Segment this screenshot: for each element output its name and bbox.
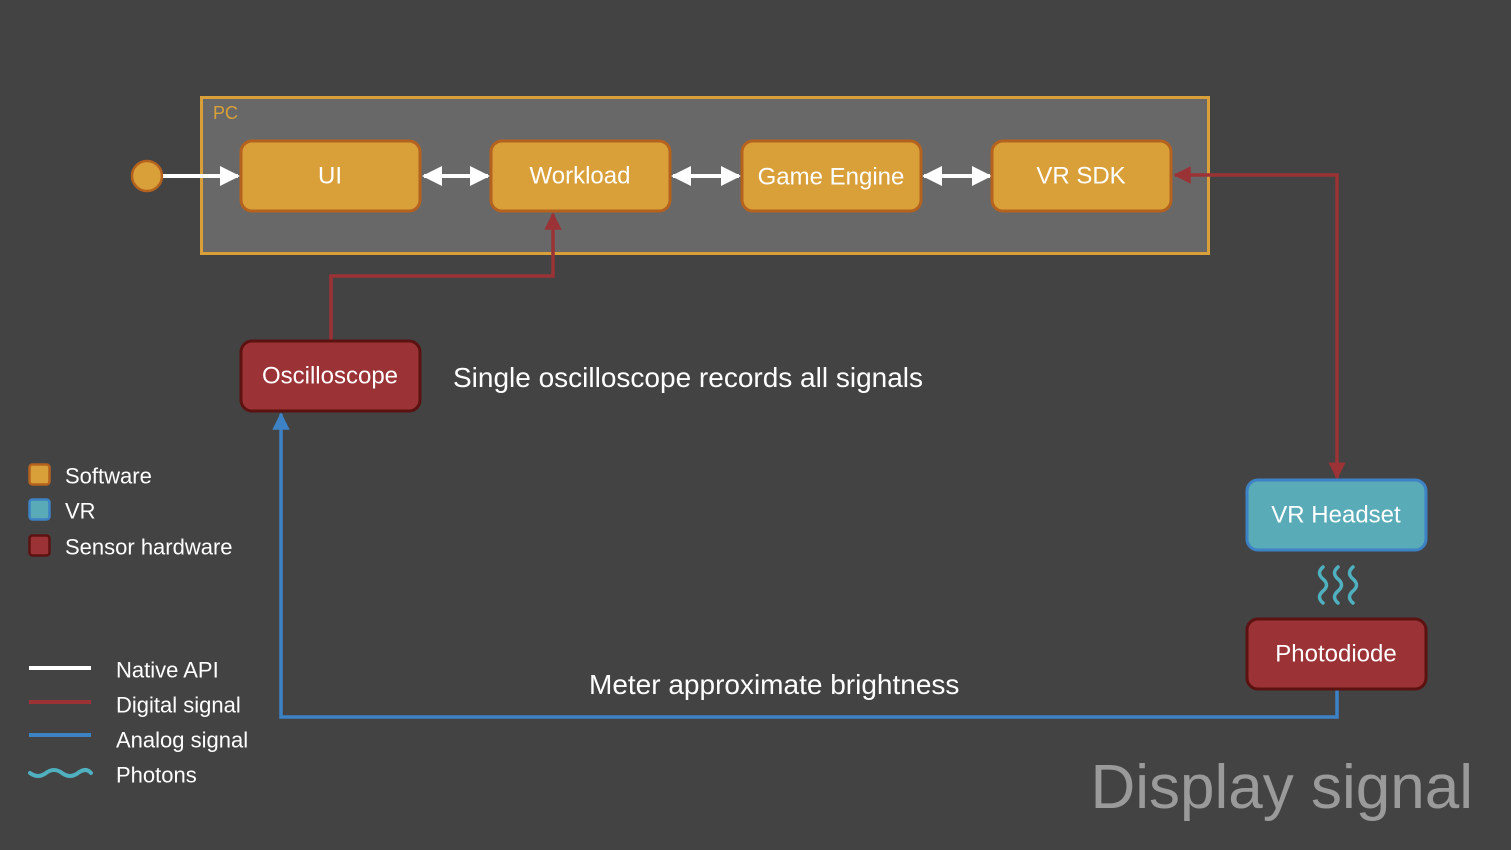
node-vr-sdk-box xyxy=(990,139,1173,213)
node-photodiode[interactable]: Photodiode xyxy=(1245,617,1428,691)
brightness-note: Meter approximate brightness xyxy=(589,669,959,700)
edge-oscilloscope-to-workload xyxy=(329,212,562,341)
legend-swatch-sensor xyxy=(28,534,51,557)
node-game-engine-box xyxy=(740,139,923,213)
node-workload[interactable]: Workload xyxy=(489,139,672,213)
photon-wave-3 xyxy=(1347,565,1359,605)
node-game-engine-label: Game Engine xyxy=(758,164,905,191)
node-ui[interactable]: UI xyxy=(239,139,422,213)
node-vr-sdk[interactable]: VR SDK xyxy=(990,139,1173,213)
legend-label-analog-signal: Analog signal xyxy=(116,728,248,753)
edge-photodiode-to-oscilloscope xyxy=(272,412,1339,719)
legend-label-native-api: Native API xyxy=(116,658,219,683)
node-workload-label: Workload xyxy=(530,163,631,190)
node-vr-sdk-label: VR SDK xyxy=(1036,163,1125,190)
edge-vr-sdk-to-vr-headset xyxy=(1173,166,1346,480)
legend-label-photons: Photons xyxy=(116,763,197,788)
node-vr-headset-box xyxy=(1245,478,1428,552)
node-vr-headset-label: VR Headset xyxy=(1271,502,1401,529)
legend-swatch-software xyxy=(28,463,51,486)
node-ui-box xyxy=(239,139,422,213)
slide-title: Display signal xyxy=(1090,753,1473,822)
pc-group-label: PC xyxy=(213,103,238,123)
node-workload-box xyxy=(489,139,672,213)
legend-lines: Native API Digital signal Analog signal … xyxy=(28,658,248,788)
node-oscilloscope[interactable]: Oscilloscope xyxy=(239,339,422,413)
legend-label-sensor: Sensor hardware xyxy=(65,535,233,560)
photon-wave-1 xyxy=(1317,565,1329,605)
node-photodiode-label: Photodiode xyxy=(1275,641,1396,668)
oscilloscope-note: Single oscilloscope records all signals xyxy=(453,362,923,393)
legend-swatch-vr xyxy=(28,498,51,521)
photon-wave-2 xyxy=(1332,565,1344,605)
legend-line-photons xyxy=(28,768,93,778)
legend-categories: Software VR Sensor hardware xyxy=(28,463,233,560)
photons-icon xyxy=(1317,565,1359,605)
node-game-engine[interactable]: Game Engine xyxy=(740,139,923,213)
node-photodiode-box xyxy=(1245,617,1428,691)
node-oscilloscope-box xyxy=(239,339,422,413)
legend-label-vr: VR xyxy=(65,499,96,524)
node-ui-label: UI xyxy=(318,163,342,190)
start-node xyxy=(130,159,164,193)
legend-label-digital-signal: Digital signal xyxy=(116,693,241,718)
node-oscilloscope-label: Oscilloscope xyxy=(262,363,398,390)
node-vr-headset[interactable]: VR Headset xyxy=(1245,478,1428,552)
legend-label-software: Software xyxy=(65,464,152,489)
